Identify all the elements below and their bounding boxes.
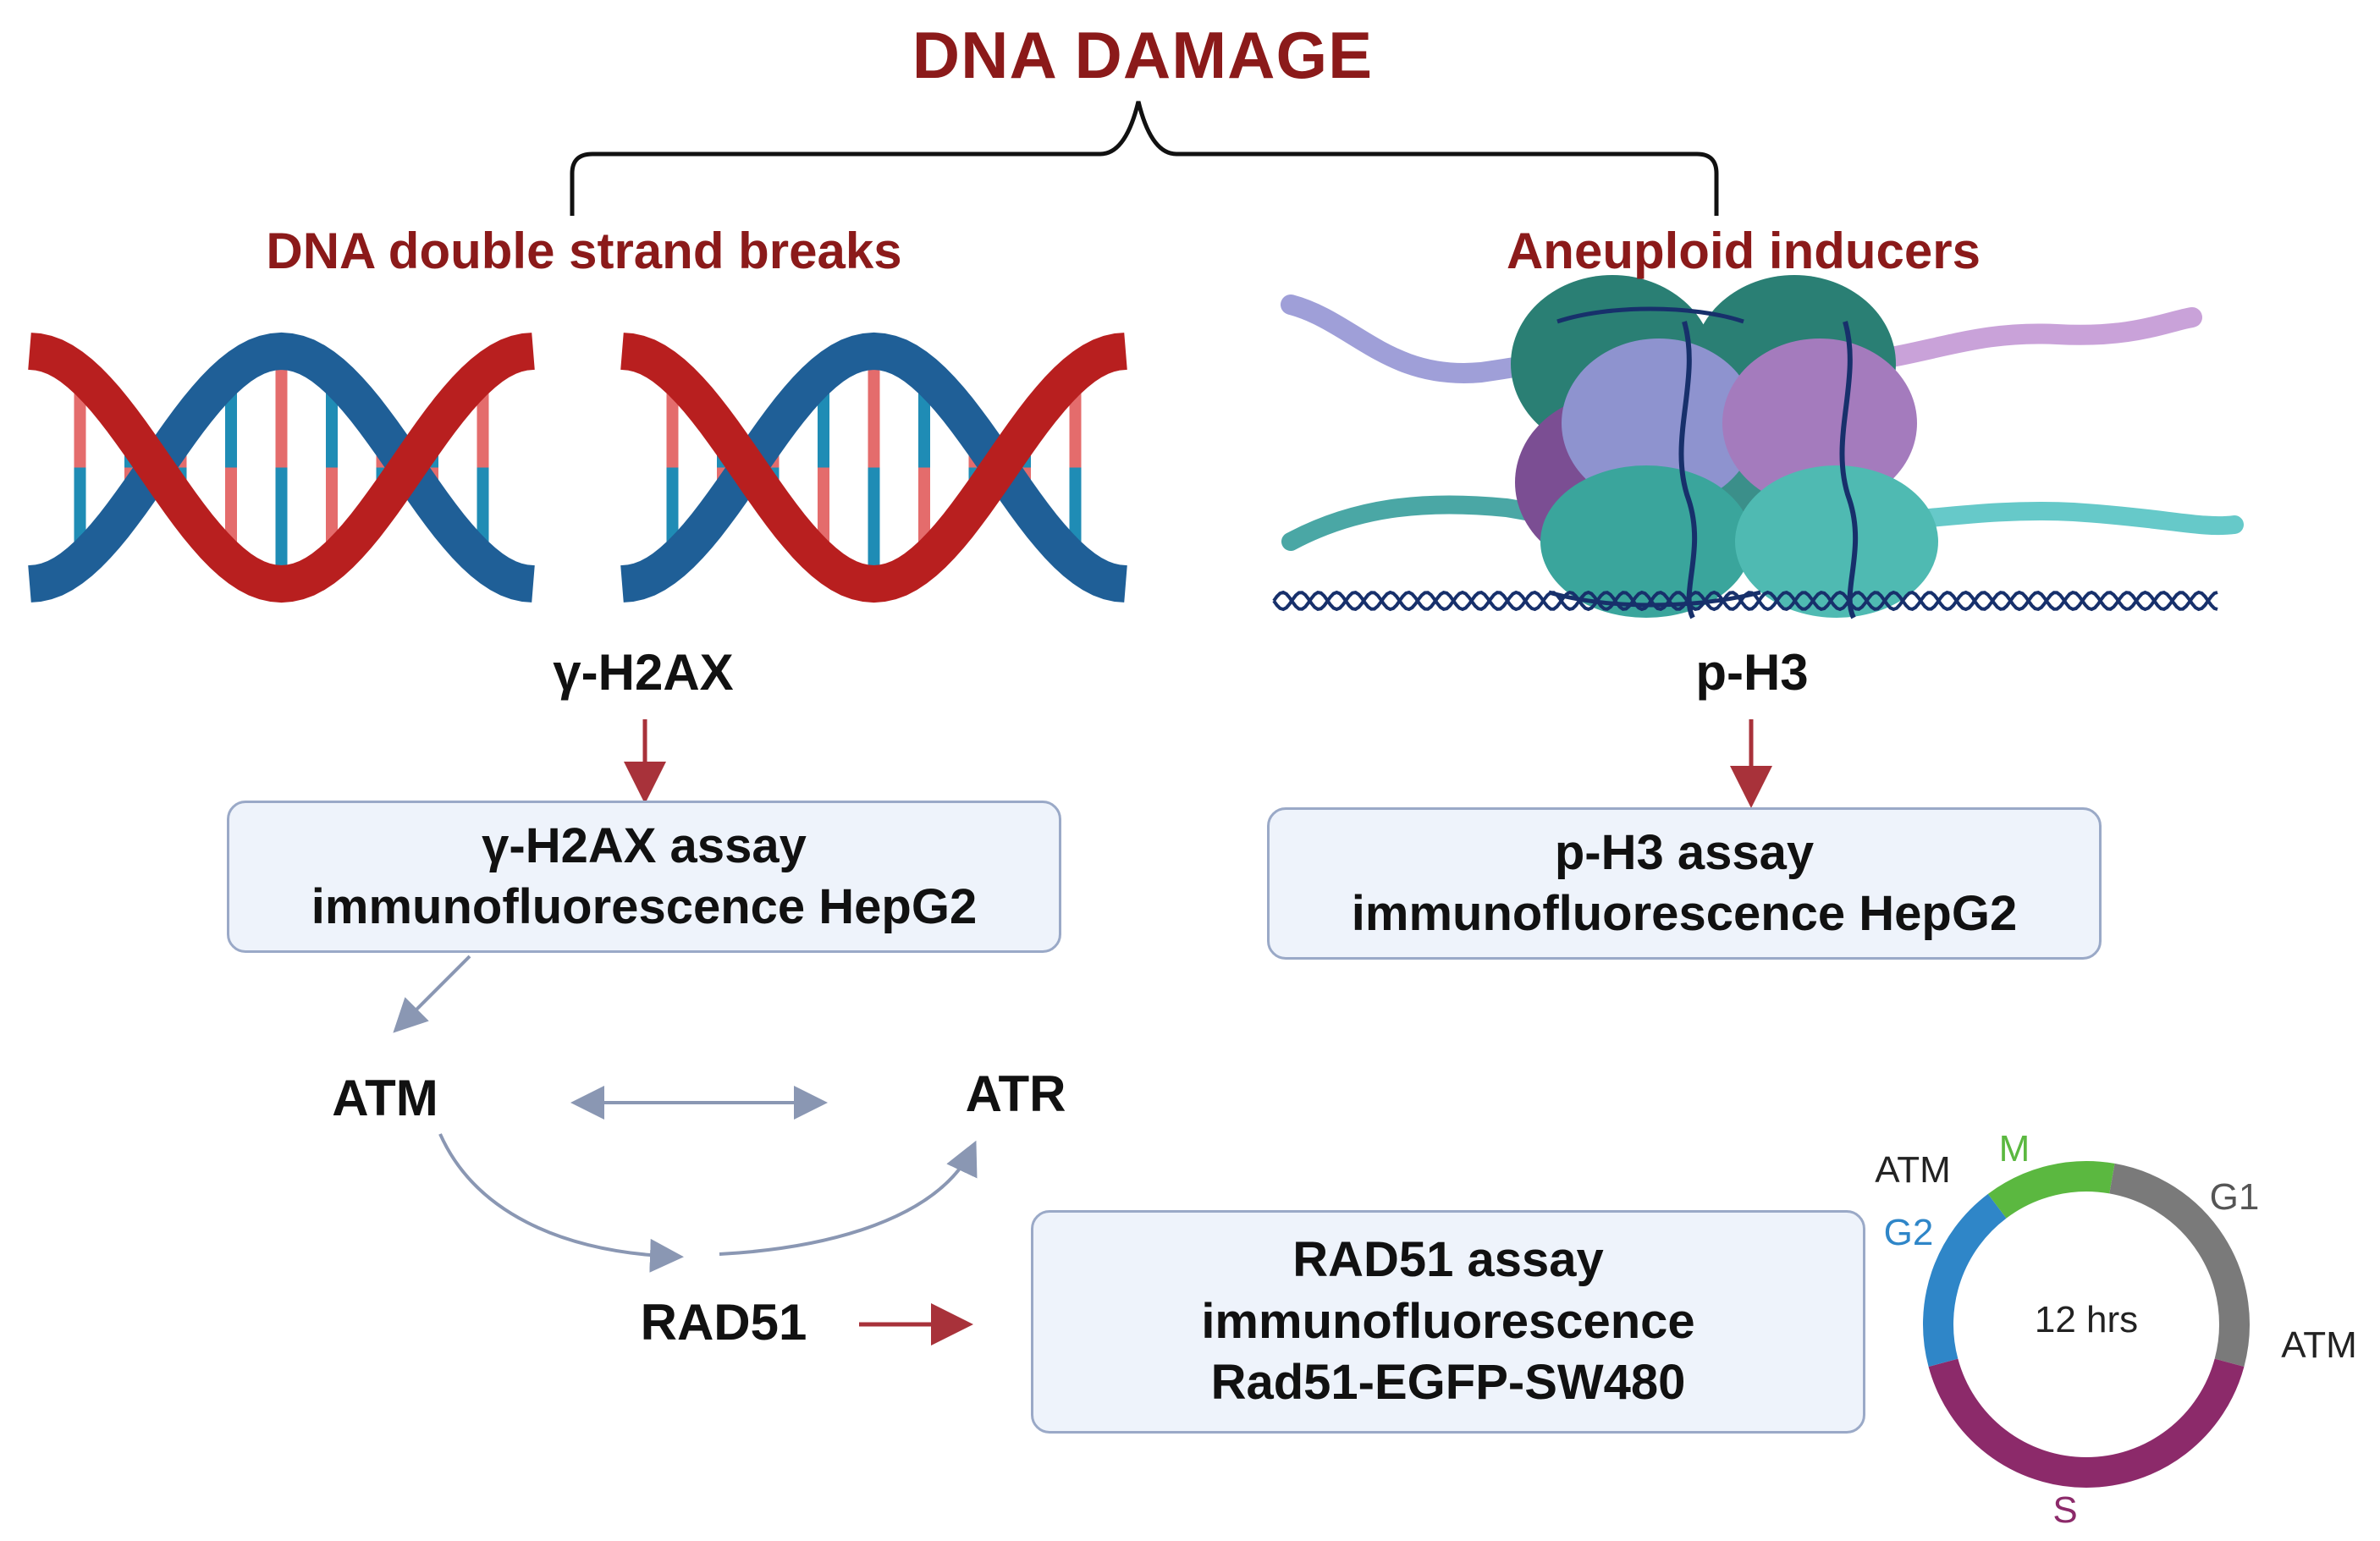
arrow-rad51-to-atr xyxy=(719,1140,978,1256)
cell-cycle-ring xyxy=(1923,1161,2250,1488)
cycle-arc-s xyxy=(1928,1358,2245,1488)
cycle-label-atm-right: ATM xyxy=(2281,1324,2357,1366)
nucleosome-icon xyxy=(1272,275,2244,619)
ph3-assay-line1: p-H3 assay xyxy=(1554,824,1815,880)
gh2ax-label: γ-H2AX xyxy=(553,644,734,701)
arrow-atm-to-rad51 xyxy=(438,1133,684,1273)
linker-dna xyxy=(1272,590,2218,612)
dna-strand xyxy=(28,332,535,603)
atr-label: ATR xyxy=(965,1065,1066,1122)
left-heading: DNA double strand breaks xyxy=(266,223,902,279)
dna-strand xyxy=(620,333,1127,603)
brace xyxy=(570,101,1719,216)
cycle-label-m: M xyxy=(1998,1128,2030,1170)
gh2ax-assay-line2: immunofluorescence HepG2 xyxy=(311,879,978,934)
cycle-label-g2: G2 xyxy=(1883,1212,1934,1253)
cycle-center-label: 12 hrs xyxy=(2034,1299,2139,1340)
gh2ax-assay-box: γ-H2AX assay immunofluorescence HepG2 xyxy=(227,801,1061,953)
rad51-assay-line1: RAD51 assay xyxy=(1292,1232,1604,1288)
cycle-label-s: S xyxy=(2052,1489,2078,1531)
ph3-label: p-H3 xyxy=(1695,644,1809,701)
ph3-assay-box: p-H3 assay immunofluorescence HepG2 xyxy=(1267,807,2102,960)
rad51-assay-line2: immunofluorescence xyxy=(1201,1293,1695,1349)
rad51-label: RAD51 xyxy=(640,1294,807,1351)
dna-helix-right-icon xyxy=(620,332,1127,603)
dna-strand xyxy=(620,332,1127,603)
dna-strand xyxy=(28,333,535,603)
gh2ax-assay-line1: γ-H2AX assay xyxy=(482,817,807,873)
cycle-arc-g2 xyxy=(1923,1193,2007,1367)
right-heading: Aneuploid inducers xyxy=(1506,223,1981,279)
cycle-label-g1: G1 xyxy=(2209,1176,2260,1218)
dna-helix-left-icon xyxy=(28,332,535,603)
ph3-assay-line2: immunofluorescence HepG2 xyxy=(1351,886,2018,941)
linker-dna xyxy=(1272,590,2218,612)
page-title: DNA DAMAGE xyxy=(912,18,1374,92)
atm-label: ATM xyxy=(332,1070,438,1126)
rad51-assay-line3: Rad51-EGFP-SW480 xyxy=(1210,1355,1686,1411)
arrow-assay-to-atm xyxy=(393,955,471,1033)
cycle-label-atm-top: ATM xyxy=(1875,1149,1951,1191)
cycle-arc-g1 xyxy=(2108,1163,2250,1367)
cycle-arc-m xyxy=(1987,1161,2115,1219)
rad51-assay-box: RAD51 assay immunofluorescence Rad51-EGF… xyxy=(1031,1210,1865,1434)
